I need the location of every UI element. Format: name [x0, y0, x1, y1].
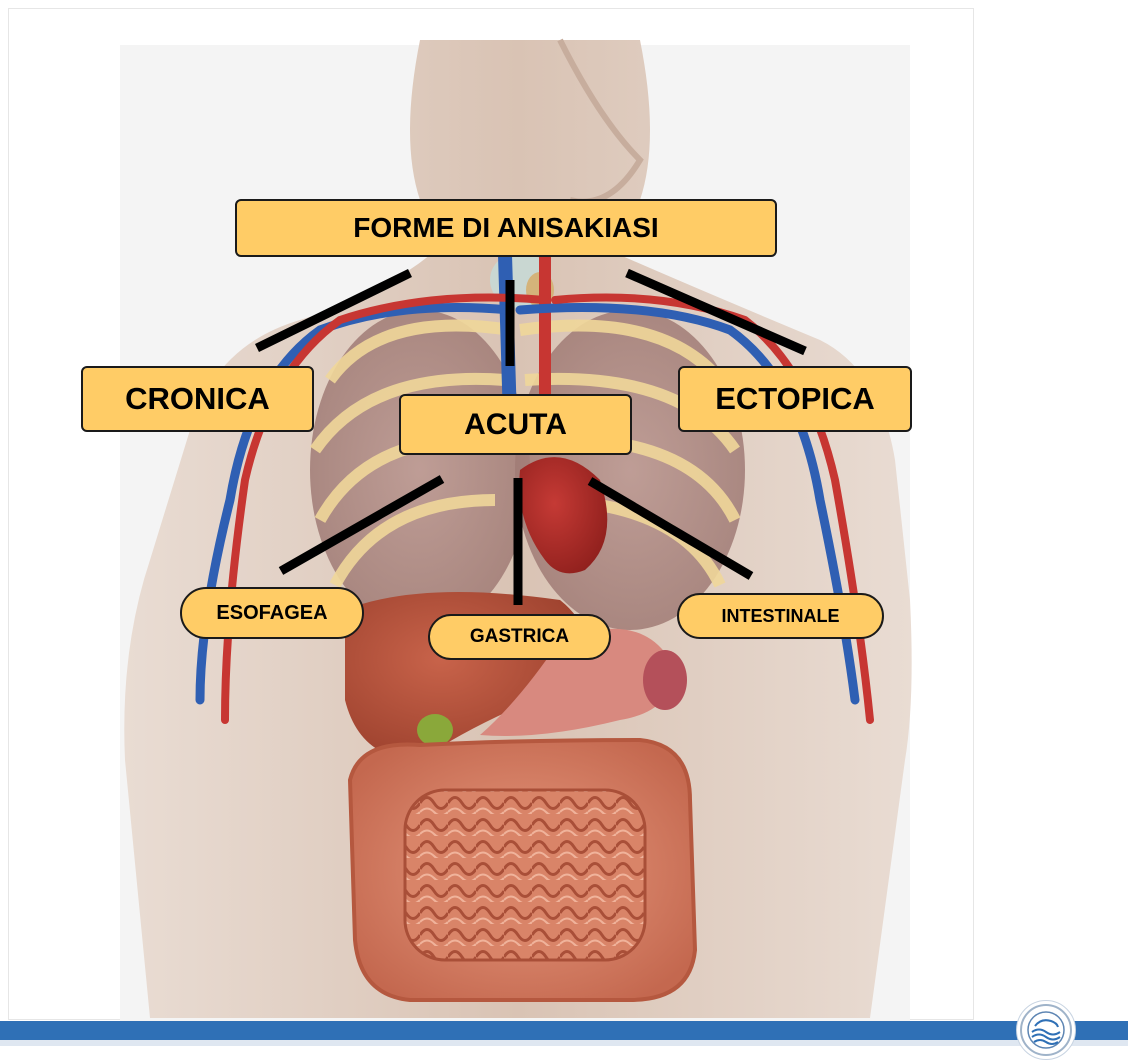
- label-esofagea: ESOFAGEA: [180, 587, 364, 639]
- label-acuta: ACUTA: [399, 394, 632, 455]
- footer-bar-shadow: [0, 1040, 1128, 1046]
- label-ectopica: ECTOPICA: [678, 366, 912, 432]
- footer-bar: [0, 1021, 1128, 1040]
- label-cronica: CRONICA: [81, 366, 314, 432]
- spleen: [643, 650, 687, 710]
- organization-seal-icon: [1016, 1000, 1076, 1060]
- label-intestinale: INTESTINALE: [677, 593, 884, 639]
- label-gastrica: GASTRICA: [428, 614, 611, 660]
- small-intestine: [405, 790, 645, 960]
- diagram-title: FORME DI ANISAKIASI: [235, 199, 777, 257]
- gallbladder: [417, 714, 453, 746]
